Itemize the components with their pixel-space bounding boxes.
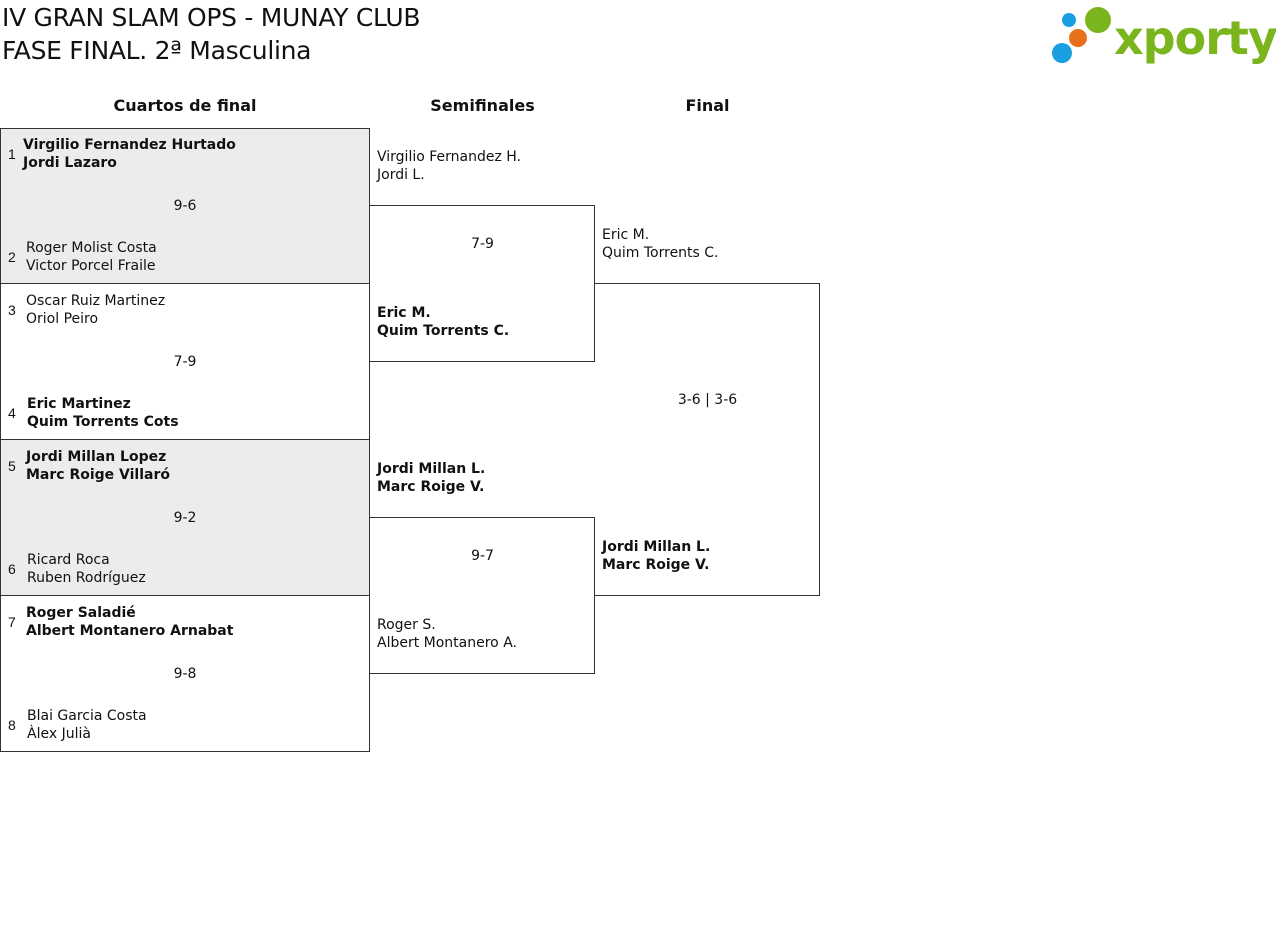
logo-wordmark: xporty [1114, 11, 1276, 65]
team-pair: Eric M. Quim Torrents C. [602, 226, 719, 262]
logo-dot-blue-small [1062, 13, 1076, 27]
logo-dot-orange [1069, 29, 1087, 47]
player-name: Eric M. [602, 227, 650, 243]
player-name: Ricard Roca [27, 552, 110, 568]
player-name: Victor Porcel Fraile [26, 258, 156, 274]
player-name: Roger Saladié [26, 605, 136, 621]
team-pair-winner: Jordi Millan Lopez Marc Roige Villaró [26, 448, 170, 484]
match-score: 9-8 [173, 666, 197, 682]
player-name: Ruben Rodríguez [27, 570, 146, 586]
logo-dot-green [1085, 7, 1111, 33]
player-name: Àlex Julià [27, 726, 91, 742]
player-name: Jordi Lazaro [23, 155, 117, 171]
team-pair: Blai Garcia Costa Àlex Julià [27, 707, 147, 743]
player-name: Marc Roige V. [602, 557, 710, 573]
round-heading-semifinals: Semifinales [430, 96, 535, 115]
team-pair: Roger Molist Costa Victor Porcel Fraile [26, 239, 157, 275]
match-score: 3-6 | 3-6 [677, 392, 738, 408]
page-title: IV GRAN SLAM OPS - MUNAY CLUB [2, 3, 421, 32]
round-heading-final: Final [685, 96, 730, 115]
player-name: Albert Montanero A. [377, 635, 517, 651]
player-name: Oriol Peiro [26, 311, 99, 327]
xporty-logo: xporty [1052, 7, 1276, 65]
player-name: Marc Roige V. [377, 479, 485, 495]
match-score: 9-6 [173, 198, 197, 214]
player-name: Quim Torrents C. [377, 323, 510, 339]
player-name: Eric M. [377, 305, 431, 321]
quarterfinal-match-1[interactable]: 1 Virgilio Fernandez Hurtado Jordi Lazar… [0, 128, 370, 284]
seed-number: 8 [8, 717, 16, 733]
round-heading-quarterfinals: Cuartos de final [113, 96, 257, 115]
team-pair-winner: Virgilio Fernandez Hurtado Jordi Lazaro [23, 136, 236, 172]
quarterfinal-match-4[interactable]: 7 Roger Saladié Albert Montanero Arnabat… [0, 595, 370, 752]
match-score: 7-9 [471, 236, 494, 252]
match-score: 7-9 [173, 354, 197, 370]
logo-dot-blue-large [1052, 43, 1072, 63]
team-pair-winner: Roger Saladié Albert Montanero Arnabat [26, 604, 233, 640]
player-name: Jordi Millan L. [377, 461, 486, 477]
match-score: 9-7 [471, 548, 494, 564]
team-pair: Roger S. Albert Montanero A. [377, 616, 517, 652]
player-name: Virgilio Fernandez Hurtado [23, 137, 236, 153]
player-name: Marc Roige Villaró [26, 467, 170, 483]
player-name: Blai Garcia Costa [27, 708, 147, 724]
player-name: Quim Torrents C. [602, 245, 719, 261]
player-name: Roger Molist Costa [26, 240, 157, 256]
seed-number: 5 [8, 458, 16, 474]
team-pair-winner: Eric M. Quim Torrents C. [377, 304, 509, 340]
player-name: Jordi L. [377, 167, 425, 183]
quarterfinal-match-3[interactable]: 5 Jordi Millan Lopez Marc Roige Villaró … [0, 439, 370, 596]
player-name: Eric Martinez [27, 396, 131, 412]
team-pair-winner: Jordi Millan L. Marc Roige V. [377, 460, 485, 496]
seed-number: 2 [8, 249, 16, 265]
team-pair-winner: Jordi Millan L. Marc Roige V. [602, 538, 710, 574]
seed-number: 4 [8, 405, 16, 421]
final-bracket-box [594, 283, 820, 596]
team-pair: Oscar Ruiz Martinez Oriol Peiro [26, 292, 165, 328]
player-name: Oscar Ruiz Martinez [26, 293, 166, 309]
team-pair-winner: Eric Martinez Quim Torrents Cots [27, 395, 179, 431]
player-name: Roger S. [377, 617, 436, 633]
player-name: Quim Torrents Cots [27, 414, 179, 430]
player-name: Virgilio Fernandez H. [377, 149, 522, 165]
quarterfinal-match-2[interactable]: 3 Oscar Ruiz Martinez Oriol Peiro 7-9 4 … [0, 283, 370, 440]
seed-number: 3 [8, 302, 16, 318]
seed-number: 1 [8, 146, 16, 162]
match-score: 9-2 [173, 510, 197, 526]
team-pair: Virgilio Fernandez H. Jordi L. [377, 148, 521, 184]
player-name: Jordi Millan Lopez [26, 449, 167, 465]
team-pair: Ricard Roca Ruben Rodríguez [27, 551, 146, 587]
player-name: Albert Montanero Arnabat [26, 623, 234, 639]
page-subtitle: FASE FINAL. 2ª Masculina [2, 36, 312, 65]
seed-number: 7 [8, 614, 16, 630]
seed-number: 6 [8, 561, 16, 577]
player-name: Jordi Millan L. [602, 539, 711, 555]
